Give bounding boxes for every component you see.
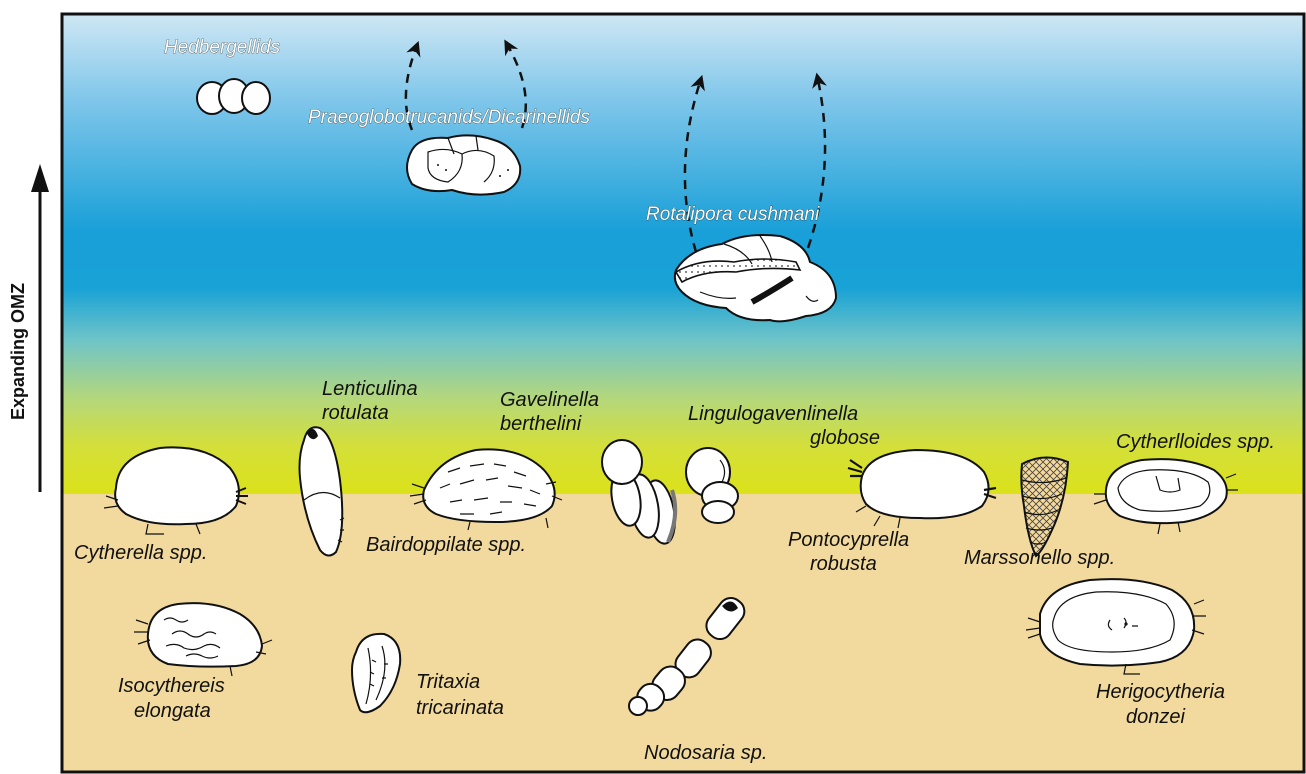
label-hedbergellids: Hedbergellids xyxy=(164,37,281,58)
label-gavelinella-2: berthelini xyxy=(500,413,582,435)
label-lingulogavelinella-1: Lingulogavenlinella xyxy=(688,403,858,425)
label-rotalipora: Rotalipora cushmani xyxy=(646,204,820,225)
label-isocythereis-1: Isocythereis xyxy=(118,675,225,697)
hedbergellids-fossil xyxy=(197,79,270,114)
label-marssonello: Marssonello spp. xyxy=(964,547,1115,569)
axis-label: Expanding OMZ xyxy=(8,283,28,420)
label-cytherlloides: Cytherlloides spp. xyxy=(1116,431,1275,453)
label-lenticulina-2: rotulata xyxy=(322,402,389,424)
label-gavelinella-1: Gavelinella xyxy=(500,389,599,411)
label-lenticulina-1: Lenticulina xyxy=(322,378,418,400)
praeoglobotruncanid-fossil xyxy=(407,135,520,194)
label-tritaxia-2: tricarinata xyxy=(416,697,504,719)
label-cytherella: Cytherella spp. xyxy=(74,542,207,564)
label-tritaxia-1: Tritaxia xyxy=(416,671,480,693)
label-pontocyprella-2: robusta xyxy=(810,553,877,575)
label-nodosaria: Nodosaria sp. xyxy=(644,742,767,764)
label-lingulogavelinella-2: globose xyxy=(810,427,880,449)
label-pontocyprella-1: Pontocyprella xyxy=(788,529,909,551)
label-herigocytheria-1: Herigocytheria xyxy=(1096,681,1225,703)
axis-arrow-head xyxy=(31,164,49,192)
label-bairdoppilate: Bairdoppilate spp. xyxy=(366,534,526,556)
label-praeoglobotruncanids: Praeoglobotrucanids/Dicarinellids xyxy=(308,107,590,128)
label-isocythereis-2: elongata xyxy=(134,700,211,722)
label-herigocytheria-2: donzei xyxy=(1126,706,1185,728)
omz-axis: Expanding OMZ xyxy=(8,164,49,492)
